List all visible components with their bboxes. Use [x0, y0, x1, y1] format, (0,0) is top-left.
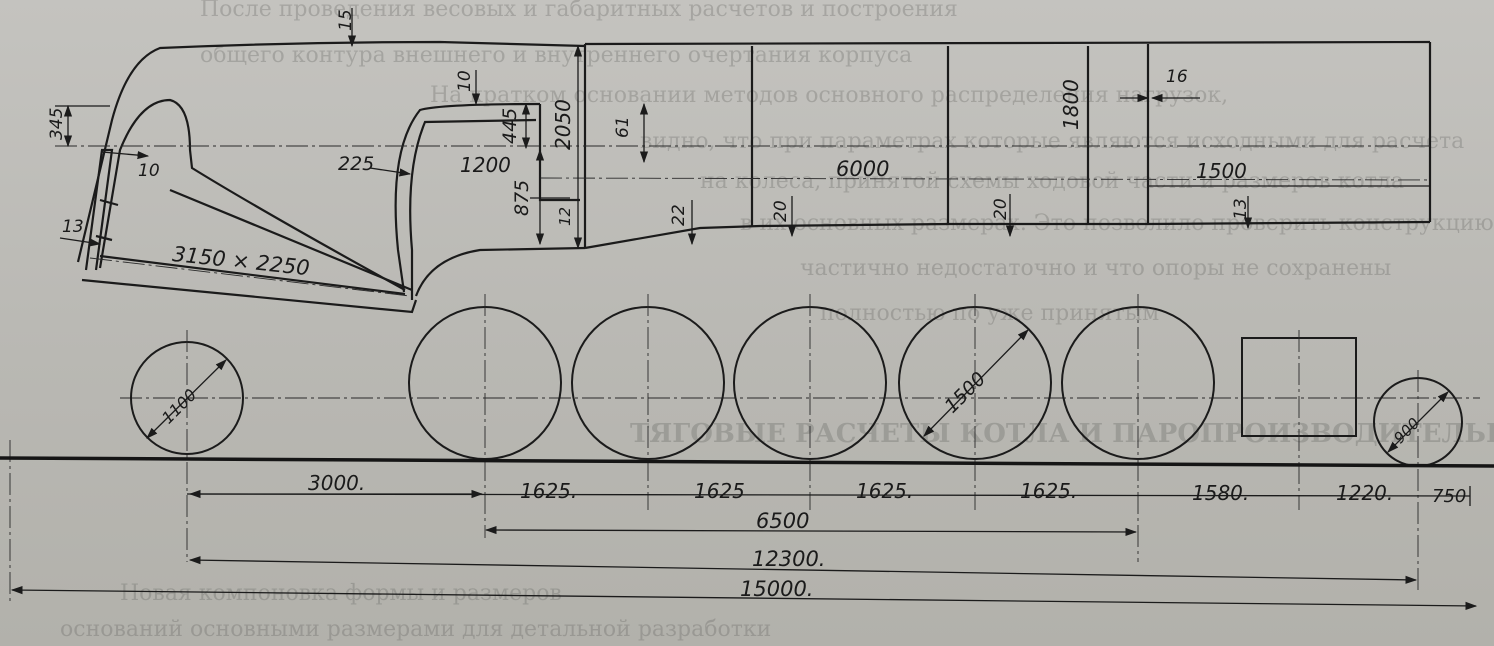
dim-front-gap: 10 [455, 70, 475, 92]
dim-wall-20-b: 20 [991, 198, 1011, 220]
dim-top-offset: 15 [336, 9, 356, 31]
dim-overall-height: 2050 [551, 99, 575, 150]
spacing-3000: 3000. [308, 471, 365, 495]
spacing-dimensions: 3000. 1625. 1625 1625. 1625. 1580. 1220.… [10, 471, 1478, 610]
wheels: 1100 1500 900 [9, 294, 1480, 604]
ghost-line: полностью по уже принятым [820, 301, 1159, 326]
dim-tank-height: 1800 [1059, 79, 1083, 130]
tank-outline [55, 40, 1432, 297]
dim-clearance: 12 [556, 207, 574, 226]
dim-step-depth: 225 [338, 153, 374, 175]
dim-front-left: 345 [47, 108, 67, 140]
ghost-line: После проведения весовых и габаритных ра… [200, 0, 958, 22]
ghost-line: На кратком основании методов основного р… [430, 83, 1228, 108]
spacing-1625-d: 1625. [1020, 479, 1077, 503]
total-15000: 15000. [740, 577, 813, 601]
dim-cab-length: 1200 [460, 153, 511, 177]
dim-wall-22: 22 [669, 204, 689, 226]
dim-body-length: 6000 [836, 157, 889, 181]
body-dimensions: 15 10 445 2050 345 10 13 61 225 [47, 8, 1430, 280]
ghost-line: видно, что при параметрах которые являют… [640, 129, 1464, 154]
dim-inner-height: 445 [499, 108, 521, 144]
ghost-line: частично недостаточно и что опоры не сох… [800, 256, 1391, 281]
cab-window-frame [409, 118, 537, 300]
body-outline [76, 40, 586, 314]
tank-bottom [584, 220, 1431, 250]
spacing-1625-b: 1625 [694, 479, 745, 503]
rail-line [0, 456, 1494, 468]
cab-rear-wall [394, 102, 541, 293]
cab-window-diagonal [169, 188, 413, 292]
body-mid-line [539, 177, 1431, 181]
dim-rear-length: 1500 [1196, 159, 1247, 183]
ghost-heading: ТЯГОВЫЕ РАСЧЕТЫ КОТЛА И ПАРОПРОИЗВОДИТЕЛ… [630, 419, 1494, 449]
ghost-line: общего контура внешнего и внутреннего оч… [200, 43, 912, 68]
ghost-line: на колеса, принятой схемы ходовой части … [700, 169, 1404, 194]
cab-floor-line-upper [99, 254, 406, 296]
ghost-line: оснований основными размерами для деталь… [60, 617, 771, 642]
dim-wall-16: 16 [1166, 67, 1188, 87]
dim-lower-height: 875 [511, 180, 533, 216]
cab-front-inner [98, 98, 406, 291]
dim-step-height: 61 [613, 116, 633, 138]
dim-front-lower: 13 [62, 217, 84, 237]
dim-floor-13: 13 [1231, 198, 1251, 220]
cab-front-frame [84, 148, 114, 271]
cab-roof-line [76, 40, 586, 263]
cab-front-slant [95, 198, 119, 242]
total-12300: 12300. [752, 547, 825, 571]
cab-floor-line [81, 278, 418, 314]
spacing-1220: 1220. [1336, 481, 1393, 505]
total-6500: 6500 [756, 509, 809, 533]
spacing-1625-a: 1625. [520, 479, 577, 503]
rear-box [1241, 337, 1357, 437]
frame-dash-line [89, 257, 411, 297]
tank-lower-sweep [414, 246, 586, 297]
tank-top [584, 40, 1431, 46]
axle-verticals [9, 294, 1419, 604]
spacing-750: 750 [1432, 486, 1466, 507]
dim-wall-20-a: 20 [771, 200, 791, 222]
spacing-1625-c: 1625. [856, 479, 913, 503]
spacing-1580: 1580. [1192, 481, 1249, 505]
dim-front-small: 10 [138, 161, 160, 181]
